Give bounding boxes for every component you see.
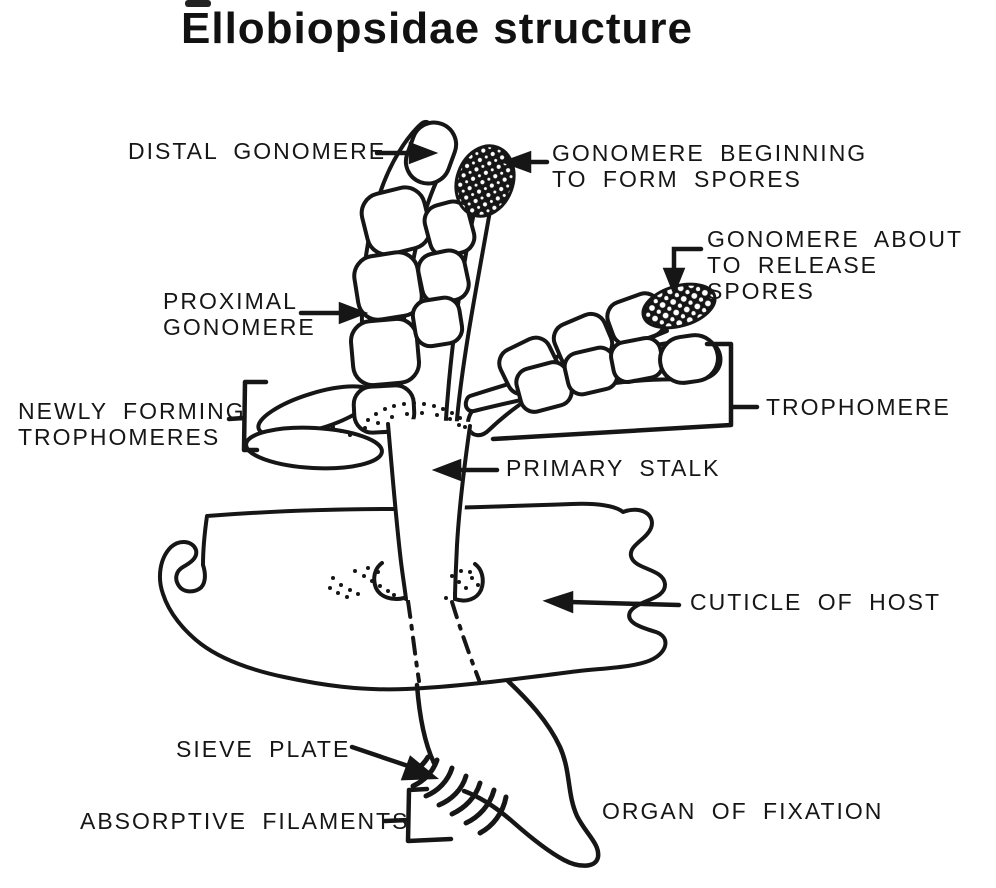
bracket-newly-forming-trophomeres bbox=[226, 379, 269, 453]
gonomere-segments bbox=[349, 185, 720, 435]
label-proximal-gonomere: PROXIMAL GONOMERE bbox=[163, 288, 316, 340]
label-gonomere-beginning: GONOMERE BEGINNING TO FORM SPORES bbox=[552, 140, 868, 192]
arrow-sieve-plate bbox=[349, 744, 440, 781]
cuticle-hole-rim bbox=[372, 561, 485, 603]
label-absorptive-filaments: ABSORPTIVE FILAMENTS bbox=[80, 808, 410, 834]
stipple-dots bbox=[328, 401, 480, 600]
label-organ-of-fixation: ORGAN OF FIXATION bbox=[602, 798, 884, 824]
organ-of-fixation-shape bbox=[414, 678, 601, 868]
bracket-absorptive-filaments bbox=[382, 786, 454, 844]
label-sieve-plate: SIEVE PLATE bbox=[176, 736, 351, 762]
scan-artifact bbox=[185, 0, 211, 7]
label-cuticle-of-host: CUTICLE OF HOST bbox=[690, 589, 942, 615]
absorptive-filaments-shape bbox=[409, 754, 509, 836]
arrow-cuticle-of-host bbox=[542, 590, 682, 614]
arrow-primary-stalk bbox=[431, 458, 500, 482]
bracket-trophomere bbox=[490, 341, 760, 442]
label-gonomere-release: GONOMERE ABOUT TO RELEASE SPORES bbox=[707, 226, 964, 304]
trophomere-tip-capsule bbox=[658, 333, 720, 385]
spore-tip-forming bbox=[454, 144, 516, 218]
arrow-gonomere-release bbox=[662, 246, 704, 297]
label-newly-forming-trophomeres: NEWLY FORMING TROPHOMERES bbox=[18, 398, 246, 450]
arrow-distal-gonomere bbox=[374, 141, 439, 165]
arrow-proximal-gonomere bbox=[298, 301, 369, 325]
hidden-stalk-dashed-lines bbox=[406, 599, 481, 683]
arrow-gonomere-beginning bbox=[500, 150, 550, 174]
page-title: Ellobiopsidae structure bbox=[181, 4, 693, 53]
label-trophomere: TROPHOMERE bbox=[766, 394, 951, 420]
label-distal-gonomere: DISTAL GONOMERE bbox=[128, 138, 387, 164]
label-primary-stalk: PRIMARY STALK bbox=[506, 455, 721, 481]
